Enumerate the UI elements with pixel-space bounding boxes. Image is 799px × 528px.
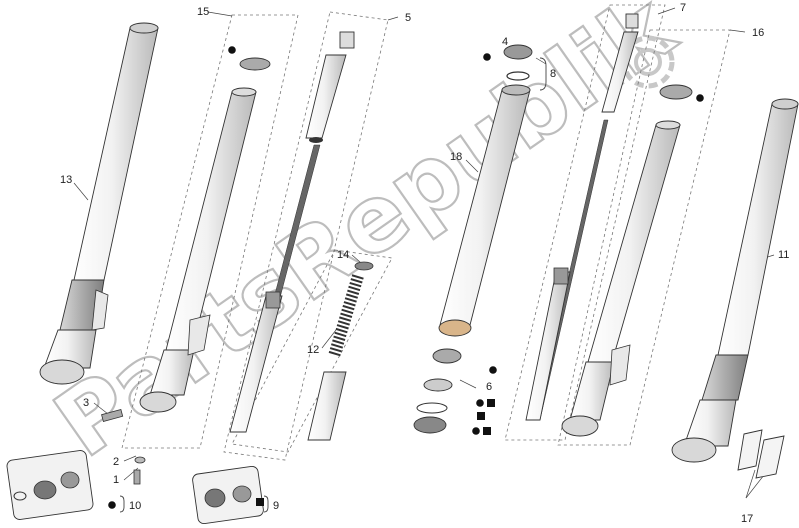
label-18: 18: [450, 151, 462, 163]
inner-tube-15: [139, 57, 271, 413]
fork-cap-4: [503, 44, 533, 81]
kit-9: [192, 465, 264, 525]
cartridge-5: [229, 31, 355, 433]
dashed-group-spring: [231, 249, 393, 453]
label-6: 6: [486, 381, 492, 393]
guard-17: [737, 429, 785, 479]
label-7: 7: [680, 2, 686, 14]
label-15: 15: [197, 6, 209, 18]
label-1: 1: [113, 474, 119, 486]
fork-leg-right: [671, 98, 799, 463]
label-2: 2: [113, 456, 119, 468]
kit-10: [6, 450, 94, 520]
label-12: 12: [307, 344, 319, 356]
label-13: 13: [60, 174, 72, 186]
dashed-group-16: [557, 29, 731, 446]
label-9: 9: [273, 500, 279, 512]
seal-stack-6: [413, 348, 462, 434]
label-3: 3: [83, 397, 89, 409]
label-4: 4: [502, 36, 508, 48]
inner-tube-16: [561, 84, 693, 437]
label-14: 14: [337, 249, 349, 261]
cartridge-7: [525, 13, 639, 421]
label-17: 17: [741, 513, 753, 525]
dashed-group-15: [121, 14, 299, 449]
fork-leg-left: [39, 22, 159, 385]
outer-tube-18: [438, 84, 531, 337]
label-5: 5: [405, 12, 411, 24]
spring-12: [307, 261, 374, 441]
dashed-group-5: [223, 11, 389, 461]
dashed-group-7: [504, 4, 666, 441]
label-10: 10: [129, 500, 141, 512]
label-8: 8: [550, 68, 556, 80]
label-16: 16: [752, 27, 764, 39]
bolt-3: [101, 409, 146, 485]
label-11: 11: [778, 249, 789, 261]
